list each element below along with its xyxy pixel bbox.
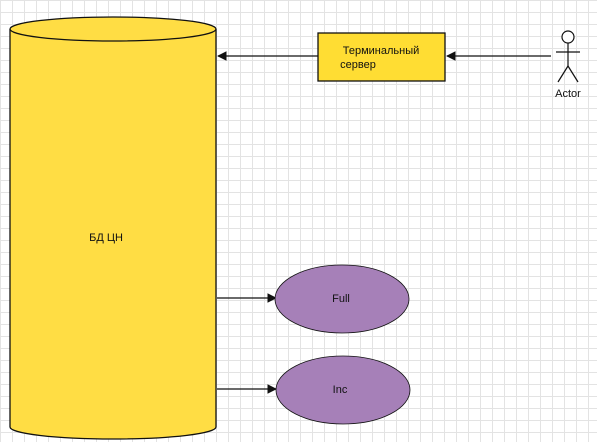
actor-left-leg (557, 65, 569, 83)
actor-icon[interactable]: Actor (555, 30, 581, 100)
terminal-server-label-line2: сервер (340, 59, 376, 71)
database-cylinder-body (9, 29, 217, 440)
terminal-server-rect (317, 32, 446, 82)
database-cylinder[interactable]: БД ЦН (9, 16, 217, 440)
database-cylinder-top (9, 16, 217, 42)
actor-right-leg (567, 65, 579, 83)
terminal-server-label-line1: Терминальный (343, 45, 420, 57)
inc-ellipse-shape (275, 355, 411, 425)
inc-ellipse[interactable]: Inc (275, 355, 411, 425)
terminal-server-box[interactable]: Терминальный сервер (317, 32, 446, 82)
full-label: Full (332, 293, 350, 305)
database-label: БД ЦН (89, 232, 123, 244)
full-ellipse-shape (274, 264, 410, 334)
inc-label: Inc (333, 384, 348, 396)
actor-head (561, 30, 575, 44)
full-ellipse[interactable]: Full (274, 264, 410, 334)
actor-label: Actor (555, 88, 581, 100)
